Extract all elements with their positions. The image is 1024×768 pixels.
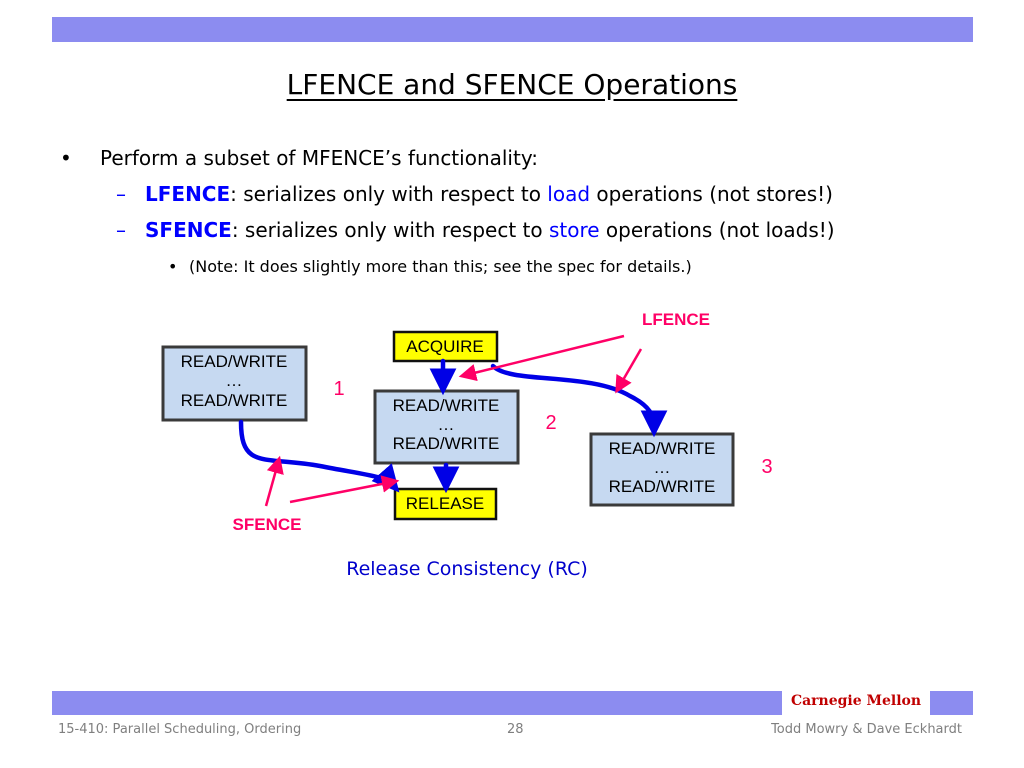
bullet-sfence: –SFENCE: serializes only with respect to…: [116, 218, 835, 242]
lfence-arrow-2: [615, 348, 643, 394]
bullet-note: • (Note: It does slightly more than this;…: [168, 257, 692, 276]
box-mid-line1: READ/WRITE: [393, 396, 500, 415]
note-text: (Note: It does slightly more than this; …: [189, 257, 692, 276]
sfence-term: SFENCE: [145, 218, 232, 242]
acquire-label: ACQUIRE: [406, 337, 483, 356]
footer-page-number: 28: [507, 722, 524, 737]
sfence-arrow-1: [264, 455, 284, 507]
slide-title: LFENCE and SFENCE Operations: [286, 68, 738, 101]
lfence-desc-post: operations (not stores!): [590, 182, 833, 206]
box-right-line3: READ/WRITE: [609, 477, 716, 496]
sfence-keyword: store: [548, 218, 600, 242]
footer-authors: Todd Mowry & Dave Eckhardt: [771, 722, 962, 737]
footer-bar: [52, 691, 782, 715]
region-number-3: 3: [761, 456, 772, 478]
dash-marker: –: [116, 182, 126, 206]
header-bar: [52, 17, 973, 42]
arrow-left-box-to-release: [238, 419, 400, 493]
region-number-1: 1: [333, 378, 344, 400]
brand-logo-text: Carnegie Mellon: [790, 693, 922, 709]
lfence-label: LFENCE: [642, 310, 710, 329]
bullet-main-text: Perform a subset of MFENCE’s functionali…: [100, 146, 538, 170]
box-middle: READ/WRITE … READ/WRITE: [373, 389, 520, 465]
box-right-line2: …: [654, 458, 671, 477]
sfence-desc-pre: : serializes only with respect to: [231, 218, 549, 242]
footer-course: 15-410: Parallel Scheduling, Ordering: [58, 722, 302, 737]
bullet-lfence: –LFENCE: serializes only with respect to…: [116, 182, 833, 206]
box-left-line2: …: [226, 371, 243, 390]
bullet-marker: •: [60, 146, 72, 170]
lfence-keyword: load: [547, 182, 591, 206]
box-right-line1: READ/WRITE: [609, 439, 716, 458]
lfence-term: LFENCE: [145, 182, 231, 206]
box-mid-line2: …: [438, 415, 455, 434]
release-tag: RELEASE: [393, 487, 498, 521]
diagram-caption: Release Consistency (RC): [346, 558, 588, 580]
region-number-2: 2: [545, 412, 556, 434]
lfence-arrow-1: [458, 334, 625, 382]
box-left-line3: READ/WRITE: [181, 391, 288, 410]
acquire-tag: ACQUIRE: [392, 330, 499, 363]
sfence-desc-post: operations (not loads!): [599, 218, 835, 242]
bullet-main: • Perform a subset of MFENCE’s functional…: [60, 146, 538, 170]
lfence-desc-pre: : serializes only with respect to: [230, 182, 548, 206]
box-left: READ/WRITE … READ/WRITE: [161, 345, 308, 422]
arrow-acquire-to-right-box: [490, 363, 668, 438]
dash-marker: –: [116, 218, 126, 242]
box-right: READ/WRITE … READ/WRITE: [589, 432, 735, 507]
box-left-line1: READ/WRITE: [181, 352, 288, 371]
sfence-arrow-2: [289, 475, 400, 504]
bullet-marker: •: [168, 257, 178, 276]
box-mid-line3: READ/WRITE: [393, 434, 500, 453]
footer-bar-right: [930, 691, 973, 715]
sfence-label: SFENCE: [233, 515, 302, 534]
release-label: RELEASE: [406, 494, 484, 513]
